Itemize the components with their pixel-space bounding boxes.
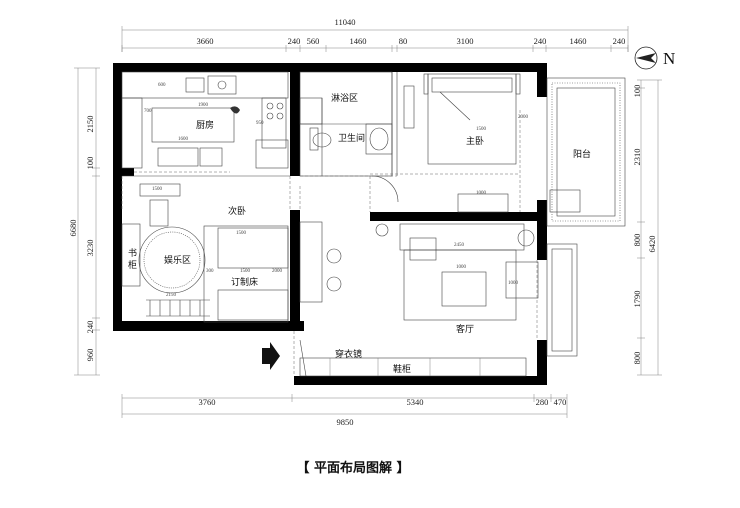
room-bathroom: 卫生间: [338, 132, 365, 144]
dim-right-1: 100: [632, 85, 642, 98]
small-dim-k5: 700: [144, 109, 152, 114]
room-balcony: 阳台: [573, 148, 591, 160]
interior-lines: [121, 71, 626, 377]
furniture-dimension-labels: 1900 1600 950 600 700 1500 2000 1000 150…: [144, 83, 529, 298]
label-mirror: 穿衣镜: [335, 348, 362, 360]
room-labels: 厨房 淋浴区 卫生间 主卧 阳台 次卧 娱乐区 书 柜 订制床 客厅 穿衣镜 鞋…: [128, 92, 591, 375]
dims-top: 3660 240 560 1460 80 3100 240 1460 240: [197, 36, 626, 46]
room-bookcase-bottom: 柜: [128, 259, 137, 271]
dim-top-5: 80: [399, 36, 408, 46]
dim-bottom-2: 5340: [407, 397, 424, 407]
room-entertainment: 娱乐区: [164, 254, 191, 266]
dim-right-2: 2310: [632, 149, 642, 166]
small-dim-k4: 600: [158, 83, 166, 88]
plan-caption: 【 平面布局图解 】: [296, 460, 409, 476]
small-dim-e5: 2000: [272, 269, 283, 274]
north-label: N: [663, 49, 675, 68]
dim-left-total: 6680: [68, 220, 78, 237]
dimension-lines: [74, 26, 662, 418]
dim-bottom-total: 9850: [337, 417, 354, 427]
dim-top-2: 240: [288, 36, 301, 46]
dim-left-2: 100: [85, 157, 95, 170]
label-shoe-cabinet: 鞋柜: [393, 363, 411, 375]
dim-left-3: 3230: [85, 240, 95, 257]
dim-right-3: 800: [632, 234, 642, 247]
small-dim-b2: 2000: [518, 115, 529, 120]
dim-right-total: 6420: [647, 236, 657, 253]
small-dim-e3: 300: [206, 269, 214, 274]
small-dim-k2: 1600: [178, 137, 189, 142]
small-dim-e2: 2150: [166, 293, 177, 298]
small-dim-l3: 1000: [508, 281, 519, 286]
walls: [113, 63, 547, 385]
small-dim-b1: 1500: [476, 127, 487, 132]
dim-top-total: 11040: [335, 17, 356, 27]
small-dim-b3: 1000: [476, 191, 487, 196]
dim-right-5: 800: [632, 352, 642, 365]
dim-left-1: 2150: [85, 116, 95, 133]
dim-left-4: 240: [85, 321, 95, 334]
dim-top-1: 3660: [197, 36, 214, 46]
room-second-bedroom: 次卧: [228, 205, 246, 217]
dim-right-4: 1790: [632, 291, 642, 308]
small-dim-l2: 1000: [456, 265, 467, 270]
dims-left: 6680 2150 100 3230 240 960: [68, 116, 95, 362]
room-bookcase-top: 书: [128, 248, 137, 259]
north-arrow-icon: [634, 46, 658, 70]
small-dim-e1: 1500: [152, 187, 163, 192]
small-dim-l1: 2450: [454, 243, 465, 248]
dim-top-3: 560: [307, 36, 320, 46]
dim-top-9: 240: [613, 36, 626, 46]
dims-bottom: 3760 5340 280 470: [199, 397, 567, 407]
small-dim-k1: 1900: [198, 103, 209, 108]
dims-right: 6420 100 2310 800 1790 800: [632, 85, 657, 365]
room-custom-bed: 订制床: [231, 276, 258, 288]
dim-top-8: 1460: [570, 36, 587, 46]
room-master-bedroom: 主卧: [466, 135, 484, 147]
dim-bottom-4: 470: [554, 397, 567, 407]
dim-bottom-3: 280: [536, 397, 549, 407]
dim-bottom-1: 3760: [199, 397, 216, 407]
dim-top-4: 1460: [350, 36, 367, 46]
small-dim-e4: 1500: [236, 231, 247, 236]
entrance-arrow-icon: [262, 342, 280, 370]
dim-left-5: 960: [85, 349, 95, 362]
dim-top-7: 240: [534, 36, 547, 46]
dim-top-6: 3100: [457, 36, 474, 46]
room-kitchen: 厨房: [196, 119, 214, 131]
small-dim-e6: 1500: [240, 269, 251, 274]
room-shower: 淋浴区: [331, 92, 358, 104]
small-dim-k3: 950: [256, 121, 264, 126]
room-living-room: 客厅: [456, 323, 474, 335]
